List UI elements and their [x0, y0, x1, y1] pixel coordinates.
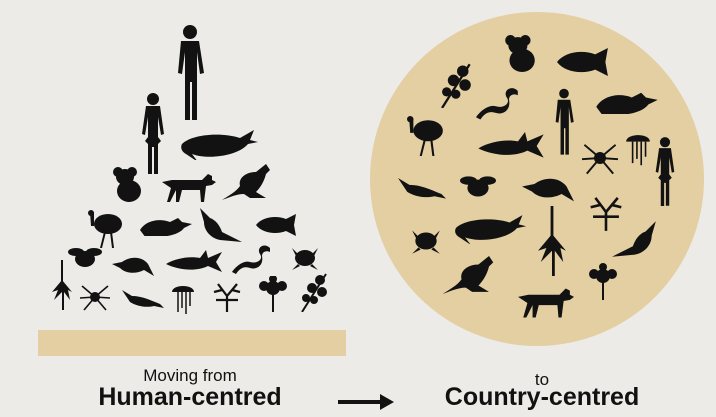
snake-icon: [476, 86, 520, 120]
platypus-icon: [522, 174, 574, 204]
bee-icon: [460, 174, 496, 200]
flower-icon: [258, 276, 288, 312]
emu-icon: [86, 210, 126, 248]
pyramid-base: [38, 330, 346, 356]
possum-icon: [140, 214, 192, 236]
spider-icon: [80, 282, 110, 312]
grass-tree-icon: [538, 206, 566, 276]
human-woman-icon: [140, 92, 166, 174]
fish-icon: [256, 214, 300, 236]
frog-icon: [290, 244, 320, 272]
lizard-icon: [398, 172, 446, 200]
arrow-right-icon: [336, 392, 396, 412]
cockatoo-icon: [612, 220, 660, 260]
dingo-icon: [516, 286, 574, 318]
whale-icon: [180, 130, 260, 160]
grass-tree-icon: [52, 260, 72, 310]
shark-icon: [166, 250, 222, 274]
from-caption-big: Human-centred: [60, 383, 320, 412]
koala-icon: [504, 34, 536, 72]
jellyfish-icon: [170, 280, 196, 314]
cockatoo-icon: [196, 208, 242, 244]
frog-icon: [410, 226, 442, 256]
snake-icon: [232, 244, 272, 274]
possum-icon: [596, 88, 658, 114]
wattle-icon: [436, 62, 478, 108]
kangaroo-icon: [222, 164, 274, 200]
to-caption-big: Country-centred: [412, 383, 672, 412]
bee-icon: [68, 246, 102, 270]
human-icon: [552, 88, 576, 156]
wattle-icon: [298, 272, 332, 312]
platypus-icon: [112, 254, 154, 278]
shark-icon: [478, 132, 544, 160]
human-woman-icon: [654, 136, 676, 206]
lizard-icon: [122, 286, 164, 308]
spider-icon: [582, 140, 618, 176]
dingo-icon: [160, 172, 216, 202]
koala-icon: [112, 166, 142, 202]
flower-icon: [588, 262, 618, 302]
kangaroo-icon: [442, 256, 498, 294]
coral-icon: [210, 280, 244, 312]
jellyfish-icon: [624, 128, 652, 166]
emu-icon: [404, 116, 448, 156]
human-man-icon: [173, 24, 207, 122]
whale-icon: [454, 214, 528, 244]
fish-icon: [556, 48, 614, 76]
